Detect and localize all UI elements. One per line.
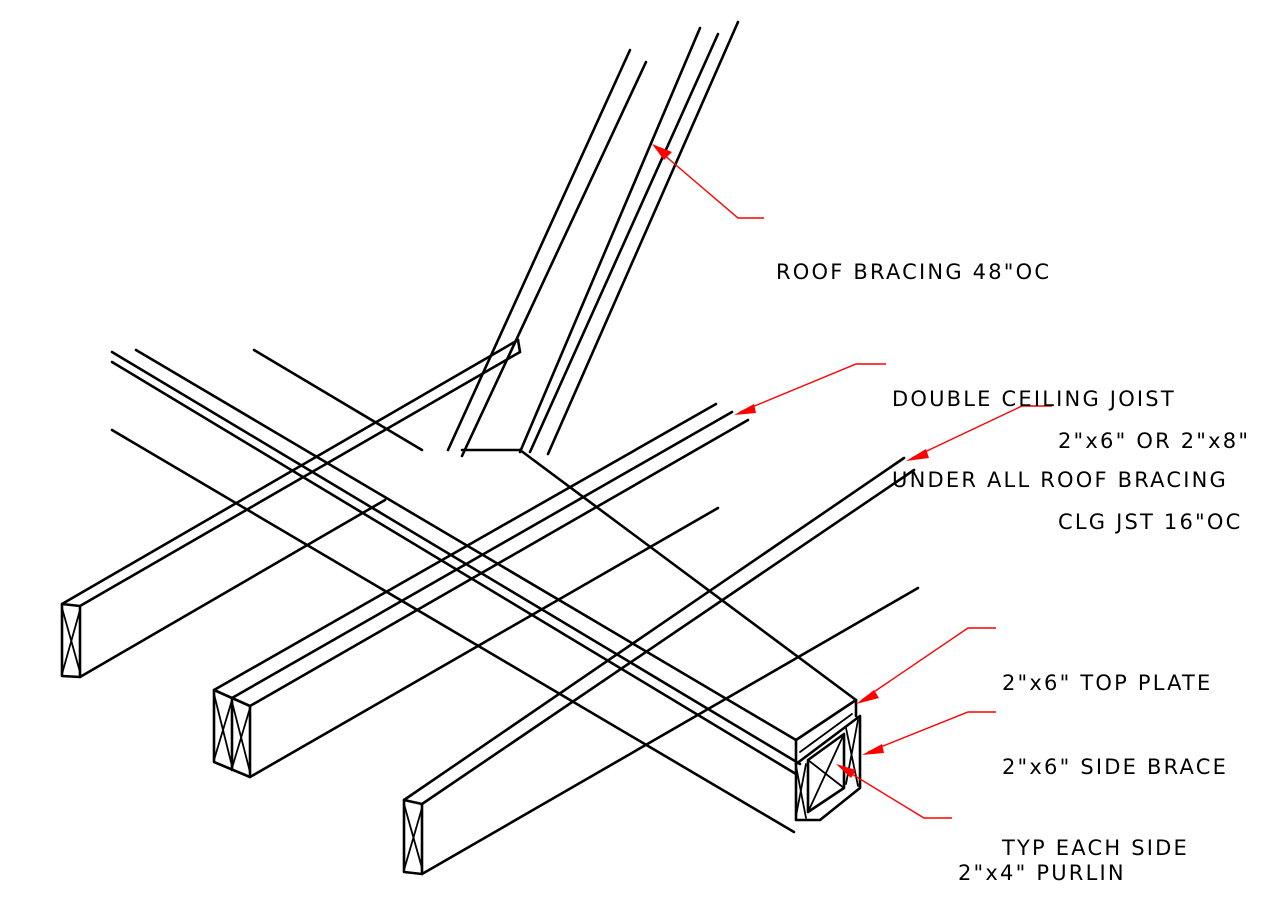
framing-detail-drawing (60, 20, 1052, 876)
label-ceiling-joist-line2: CLG JST 16"OC (1058, 510, 1243, 534)
label-roof-bracing-line1: ROOF BRACING 48"OC (776, 260, 1052, 284)
leader-side-brace (862, 711, 996, 755)
label-side-brace-line1: 2"x6" SIDE BRACE (1002, 755, 1229, 779)
label-double-ceiling-joist: DOUBLE CEILING JOIST UNDER ALL ROOF BRAC… (892, 332, 1228, 521)
ceiling-joist-left (60, 338, 522, 679)
label-top-plate-line1: 2"x6" TOP PLATE (1002, 671, 1213, 695)
label-ceiling-joist: 2"x6" OR 2"x8" CLG JST 16"OC (1058, 374, 1250, 563)
top-plate-purlin-assembly (134, 348, 862, 822)
side-brace-far (110, 348, 802, 834)
leader-double-ceiling-joist (734, 363, 886, 415)
leader-purlin (836, 764, 952, 819)
label-double-ceiling-joist-line1: DOUBLE CEILING JOIST (892, 387, 1176, 411)
leader-roof-bracing (652, 144, 764, 219)
label-double-ceiling-joist-line2: UNDER ALL ROOF BRACING (892, 468, 1229, 492)
label-top-plate: 2"x6" TOP PLATE (1002, 616, 1213, 724)
label-purlin: 2"x4" PURLIN (958, 806, 1126, 914)
label-purlin-line1: 2"x4" PURLIN (958, 861, 1126, 885)
label-roof-bracing: ROOF BRACING 48"OC (776, 205, 1051, 313)
leader-top-plate (856, 627, 996, 704)
label-ceiling-joist-line1: 2"x6" OR 2"x8" (1058, 429, 1251, 453)
label-side-brace-line2: TYP EACH SIDE (1002, 836, 1189, 860)
ceiling-joist-front (402, 456, 920, 876)
leader-ceiling-joist (906, 405, 1052, 461)
roof-bracing (446, 20, 740, 458)
label-side-brace: 2"x6" SIDE BRACE TYP EACH SIDE (1002, 700, 1228, 889)
